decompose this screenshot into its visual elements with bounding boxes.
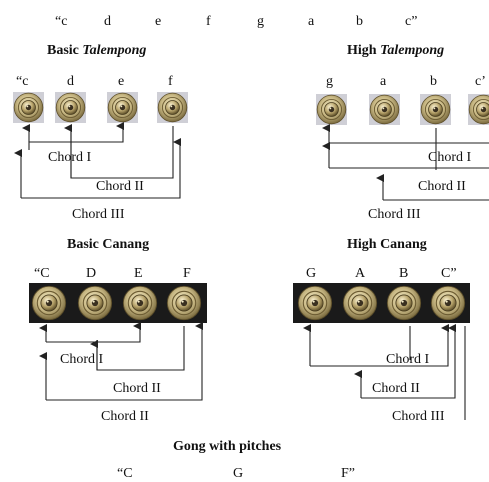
talempong-gong — [369, 94, 400, 125]
talempong-gong — [316, 94, 347, 125]
gong-pitch-label: F” — [341, 466, 355, 481]
canang-pitch-label: D — [86, 266, 97, 281]
chord-label: Chord II — [101, 409, 149, 424]
chord-label: Chord III — [392, 409, 445, 424]
talempong-pitch-label: g — [326, 74, 333, 89]
chord-iii-connector — [46, 322, 203, 401]
scale-note: b — [356, 14, 363, 29]
talempong-gong — [157, 92, 188, 123]
chord-ii-connector — [361, 324, 456, 399]
talempong-pitch-label: “c — [16, 74, 29, 89]
high-canang-title: High Canang — [347, 237, 427, 252]
talempong-gong — [468, 94, 489, 125]
canang-pitch-label: F — [183, 266, 191, 281]
canang-pitch-label: G — [306, 266, 317, 281]
scale-note: a — [308, 14, 315, 29]
scale-note: e — [155, 14, 162, 29]
canang-pitch-label: B — [399, 266, 409, 281]
chord-label: Chord I — [386, 352, 430, 367]
talempong-pitch-label: e — [118, 74, 125, 89]
canang-pitch-label: E — [134, 266, 143, 281]
high-talempong-title: High Talempong — [347, 43, 445, 58]
chord-ii-connector — [70, 126, 174, 179]
chord-label: Chord III — [368, 207, 421, 222]
talempong-pitch-label: a — [380, 74, 387, 89]
chord-i-connector — [310, 324, 449, 367]
talempong-pitch-label: b — [430, 74, 437, 89]
basic-canang-title: Basic Canang — [67, 237, 150, 252]
chord-label: Chord I — [48, 150, 92, 165]
gong-title: Gong with pitches — [173, 439, 282, 454]
talempong-gong — [420, 94, 451, 125]
scale-note: g — [257, 14, 264, 29]
chord-iii-connector — [21, 138, 181, 199]
canang-pitch-label: “C — [34, 266, 50, 281]
scale-note: d — [104, 14, 111, 29]
talempong-gong — [13, 92, 44, 123]
chord-i-connector — [46, 322, 141, 343]
basic-talempong-title: Basic Talempong — [47, 43, 147, 58]
canang-pitch-label: A — [355, 266, 366, 281]
talempong-pitch-label: f — [168, 74, 173, 89]
talempong-pitch-label: c’ — [475, 74, 486, 89]
chord-label: Chord II — [418, 179, 466, 194]
chord-label: Chord I — [428, 150, 472, 165]
chord-label: Chord II — [372, 381, 420, 396]
chord-i-connector — [28, 122, 124, 150]
talempong-gong — [107, 92, 138, 123]
scale-note: c” — [405, 14, 418, 29]
chord-label: Chord II — [113, 381, 161, 396]
chord-label: Chord II — [96, 179, 144, 194]
canang-pitch-label: C” — [441, 266, 457, 281]
talempong-gong — [55, 92, 86, 123]
scale-note: f — [206, 14, 211, 29]
scale-note: “c — [55, 14, 68, 29]
chord-label: Chord III — [72, 207, 125, 222]
gong-pitch-label: “C — [117, 466, 133, 481]
chord-label: Chord I — [60, 352, 104, 367]
gong-pitch-label: G — [233, 466, 244, 481]
talempong-pitch-label: d — [67, 74, 74, 89]
